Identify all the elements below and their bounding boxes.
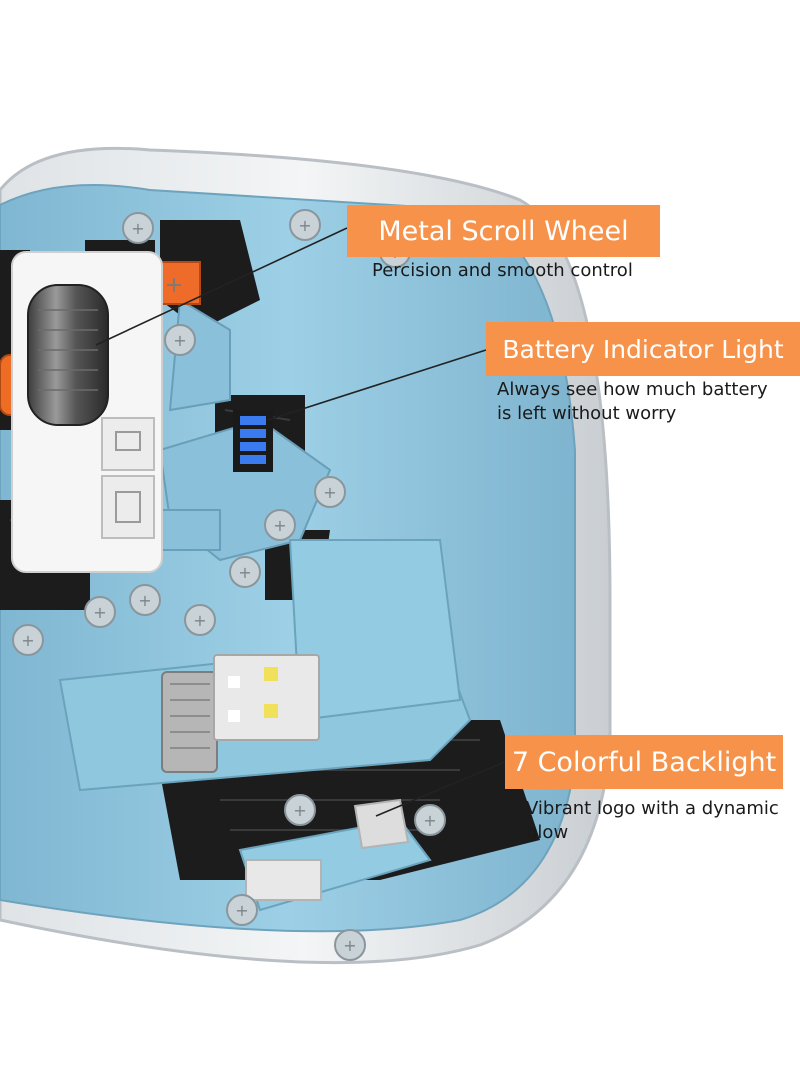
battery-led bbox=[240, 442, 266, 451]
feature-title: Battery Indicator Light bbox=[486, 322, 800, 376]
backlight-logo-window bbox=[353, 798, 410, 850]
battery-led bbox=[240, 429, 266, 438]
svg-text:+: + bbox=[165, 273, 183, 298]
screw bbox=[314, 476, 346, 508]
mode-button bbox=[101, 417, 155, 471]
description-line: glow bbox=[526, 822, 569, 843]
usb-receiver bbox=[161, 654, 320, 773]
screw bbox=[284, 794, 316, 826]
screw-head: + bbox=[138, 591, 151, 610]
screw-head: + bbox=[21, 631, 34, 650]
description-line: is left without worry bbox=[497, 403, 677, 424]
callout-lines bbox=[95, 227, 506, 817]
feature-description: Vibrant logo with a dynamic glow bbox=[526, 797, 796, 845]
screw bbox=[414, 804, 446, 836]
screw-head: + bbox=[323, 483, 336, 502]
dpi-button bbox=[101, 475, 155, 539]
screw bbox=[264, 509, 296, 541]
feature-title: Metal Scroll Wheel bbox=[347, 205, 660, 257]
screw bbox=[84, 596, 116, 628]
screw-head: + bbox=[423, 811, 436, 830]
screw-head: + bbox=[93, 603, 106, 622]
description-line: Vibrant logo with a dynamic bbox=[526, 798, 779, 819]
screw bbox=[289, 209, 321, 241]
screw bbox=[184, 604, 216, 636]
battery-led bbox=[240, 455, 266, 464]
screw-head: + bbox=[343, 936, 356, 955]
screws: + + + + + + + + + + + + + + + bbox=[12, 209, 446, 961]
screw bbox=[129, 584, 161, 616]
screw bbox=[164, 324, 196, 356]
screw-head: + bbox=[173, 331, 186, 350]
feature-description: Always see how much battery is left with… bbox=[497, 378, 797, 426]
screw bbox=[229, 556, 261, 588]
description-line: Always see how much battery bbox=[497, 379, 768, 400]
battery-indicator bbox=[233, 410, 273, 472]
screw-head: + bbox=[298, 216, 311, 235]
screw bbox=[12, 624, 44, 656]
screw-head: + bbox=[273, 516, 286, 535]
feature-title: 7 Colorful Backlight bbox=[505, 735, 783, 789]
screw-head: + bbox=[293, 801, 306, 820]
screw bbox=[334, 929, 366, 961]
screw bbox=[226, 894, 258, 926]
screw bbox=[122, 212, 154, 244]
battery-led bbox=[240, 416, 266, 425]
screw-head: + bbox=[193, 611, 206, 630]
screw-head: + bbox=[238, 563, 251, 582]
screw-head: + bbox=[235, 901, 248, 920]
screw-head: + bbox=[131, 219, 144, 238]
feature-description: Percision and smooth control bbox=[372, 259, 702, 283]
metal-scroll-wheel bbox=[27, 284, 109, 426]
description-line: Percision and smooth control bbox=[372, 260, 633, 281]
